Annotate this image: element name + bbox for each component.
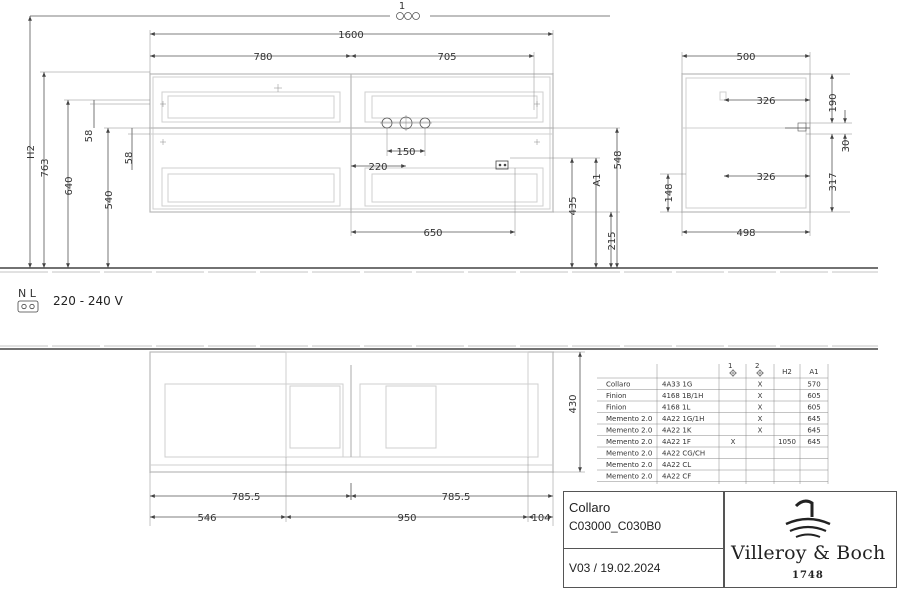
table-cell-name: Memento 2.0 xyxy=(606,415,652,423)
faucet-icon-2 xyxy=(756,369,764,377)
dim-640: 640 xyxy=(64,176,75,195)
dim-h2: H2 xyxy=(26,145,37,159)
villeroy-boch-logo-icon xyxy=(785,499,831,538)
table-header-1: 1 xyxy=(728,362,732,370)
dim-150: 150 xyxy=(396,147,415,158)
brand-year: 1748 xyxy=(792,570,824,581)
table-cell-code: 4A22 CF xyxy=(662,473,691,481)
dim-705: 705 xyxy=(437,52,456,63)
table-cell-c1: X xyxy=(731,438,736,446)
plan-view: 430 785.5 785.5 546 950 104 xyxy=(0,345,878,526)
dim-540: 540 xyxy=(104,190,115,209)
side-view: 500 326 326 498 190 30 317 148 xyxy=(660,52,852,239)
dim-a1: A1 xyxy=(592,173,603,186)
table-cell-a1: 645 xyxy=(807,427,820,435)
table-cell-code: 4A22 1F xyxy=(662,438,691,446)
dim-220: 220 xyxy=(368,162,387,173)
product-name: Collaro xyxy=(569,500,611,515)
dim-plan-785-left: 785.5 xyxy=(232,492,261,503)
dim-side-148: 148 xyxy=(664,183,675,202)
table-cell-name: Finion xyxy=(606,404,627,412)
table-header-a1: A1 xyxy=(809,368,818,376)
dim-plan-430: 430 xyxy=(568,394,579,413)
table-cell-c2: X xyxy=(758,427,763,435)
table-cell-c2: X xyxy=(758,415,763,423)
dim-plan-104: 104 xyxy=(531,513,550,524)
product-code: C03000_C030B0 xyxy=(569,519,662,533)
dim-plan-785-right: 785.5 xyxy=(442,492,471,503)
dim-side-498: 498 xyxy=(736,228,755,239)
table-row: Memento 2.0 4A22 1K X 645 xyxy=(597,423,828,435)
table-cell-code: 4168 1L xyxy=(662,404,690,412)
table-row: Memento 2.0 4A22 1F X 1050 645 xyxy=(597,435,828,446)
dim-780: 780 xyxy=(253,52,272,63)
table-row: Memento 2.0 4A22 1G/1H X 645 xyxy=(597,412,828,423)
dim-side-190: 190 xyxy=(828,93,839,112)
title-block-divider xyxy=(563,548,723,549)
dim-215: 215 xyxy=(607,231,618,250)
dim-548: 548 xyxy=(613,150,624,169)
table-cell-c2: X xyxy=(758,392,763,400)
dim-side-317: 317 xyxy=(828,172,839,191)
table-cell-a1: 605 xyxy=(807,404,820,412)
table-cell-code: 4A22 CL xyxy=(662,461,691,469)
voltage-label: 220 - 240 V xyxy=(53,294,123,308)
table-row: Memento 2.0 4A22 CF xyxy=(597,469,828,481)
table-cell-h2: 1050 xyxy=(778,438,796,446)
dim-435: 435 xyxy=(568,196,579,215)
table-cell-code: 4A33 1G xyxy=(662,381,692,389)
table-cell-code: 4A22 1G/1H xyxy=(662,415,704,423)
table-cell-code: 4A22 CG/CH xyxy=(662,450,705,458)
title-block-right xyxy=(723,491,897,588)
table-cell-code: 4168 1B/1H xyxy=(662,392,703,400)
dim-side-500: 500 xyxy=(736,52,755,63)
socket-symbol: N L xyxy=(17,287,39,313)
table-cell-name: Collaro xyxy=(606,381,630,389)
dim-plan-546: 546 xyxy=(197,513,216,524)
table-cell-name: Memento 2.0 xyxy=(606,450,652,458)
table-row: Finion 4168 1L X 605 xyxy=(597,400,828,412)
dim-label-1: 1 xyxy=(399,1,405,12)
table-header-h2: H2 xyxy=(782,368,792,376)
dim-763: 763 xyxy=(40,158,51,177)
faucet-icon-1 xyxy=(729,369,737,377)
table-cell-a1: 570 xyxy=(807,381,820,389)
table-row: Finion 4168 1B/1H X 605 xyxy=(597,389,828,400)
table-cell-c2: X xyxy=(758,381,763,389)
front-view: 1600 1 780 705 H2 763 640 540 58 58 xyxy=(0,1,878,273)
table-cell-a1: 605 xyxy=(807,392,820,400)
dim-side-30: 30 xyxy=(841,140,852,153)
dim-650: 650 xyxy=(423,228,442,239)
version-date: V03 / 19.02.2024 xyxy=(569,561,661,575)
brand-name: Villeroy & Boch xyxy=(731,542,886,564)
table-cell-name: Memento 2.0 xyxy=(606,438,652,446)
dim-58b: 58 xyxy=(124,152,135,165)
dim-plan-950: 950 xyxy=(397,513,416,524)
table-cell-name: Memento 2.0 xyxy=(606,473,652,481)
table-cell-name: Finion xyxy=(606,392,627,400)
table-cell-a1: 645 xyxy=(807,438,820,446)
table-cell-name: Memento 2.0 xyxy=(606,427,652,435)
table-header-2: 2 xyxy=(755,362,759,370)
table-row: Memento 2.0 4A22 CG/CH xyxy=(597,446,828,458)
table-row: Memento 2.0 4A22 CL xyxy=(597,458,828,469)
dim-1600: 1600 xyxy=(338,30,363,41)
dim-side-326b: 326 xyxy=(756,172,775,183)
table-row: Collaro 4A33 1G X 570 xyxy=(597,377,828,389)
dim-side-326a: 326 xyxy=(756,96,775,107)
dim-58a: 58 xyxy=(84,130,95,143)
nl-label: N L xyxy=(18,287,37,300)
table-cell-c2: X xyxy=(758,404,763,412)
table-cell-code: 4A22 1K xyxy=(662,427,692,435)
title-block-left xyxy=(563,491,725,588)
table-cell-a1: 645 xyxy=(807,415,820,423)
table-cell-name: Memento 2.0 xyxy=(606,461,652,469)
